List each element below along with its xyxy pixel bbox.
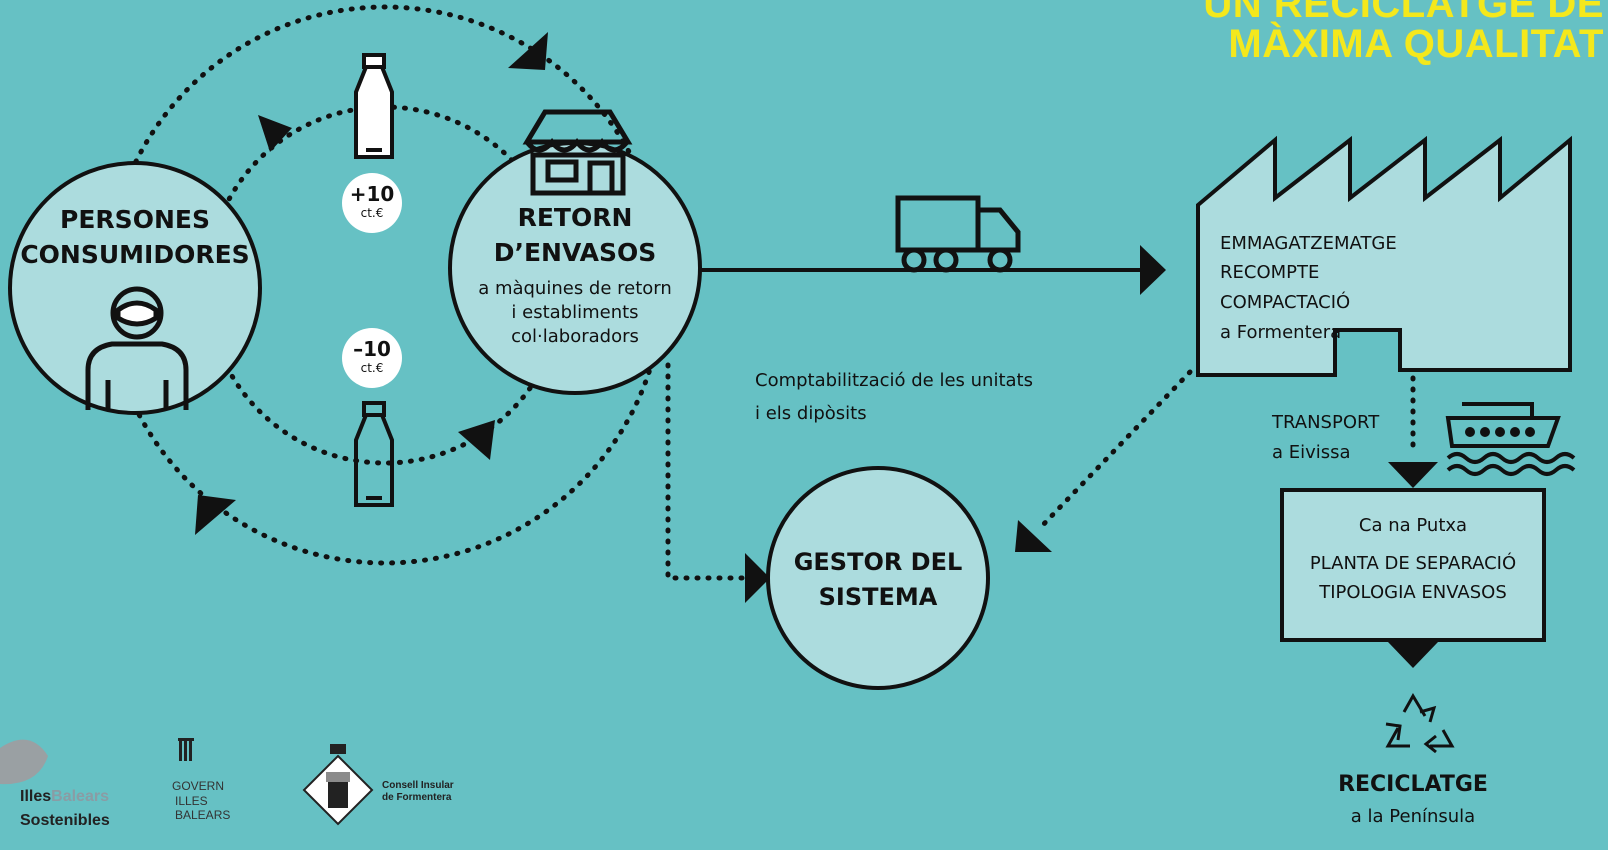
factory-line2: RECOMPTE xyxy=(1220,262,1320,283)
factory-line1: EMMAGATZEMATGE xyxy=(1220,233,1397,254)
arrow-inner-left-icon xyxy=(258,115,292,152)
accounting-line2: i els dipòsits xyxy=(755,403,867,424)
headline-line1: UN RECICLATGE DE xyxy=(1203,0,1604,26)
sostenibles-logo-text: Sostenibles xyxy=(20,812,110,829)
arrow-manager-right-icon xyxy=(1015,520,1052,552)
arrow-outer-top-icon xyxy=(508,32,548,70)
govern-logo-line2: ILLES xyxy=(175,794,208,808)
manager-title-line2: SISTEMA xyxy=(818,583,938,611)
transport-line2: a Eivissa xyxy=(1272,442,1351,463)
deposit-plus-unit: ct.€ xyxy=(360,206,384,220)
factory-line4: a Formentera xyxy=(1220,322,1342,343)
deposit-plus-amount: +10 xyxy=(349,182,395,206)
consell-logo-line1: Consell Insular xyxy=(382,780,454,791)
return-title-line2: D’ENVASOS xyxy=(493,238,657,267)
truck-icon xyxy=(895,195,1021,273)
plant-line1: Ca na Putxa xyxy=(1358,515,1468,536)
person-icon xyxy=(85,286,189,410)
illes-balears-logo-mark xyxy=(0,739,48,785)
govern-logo-line1: GOVERN xyxy=(172,779,225,793)
factory-shape xyxy=(1196,135,1572,377)
consell-logo-line2: de Formentera xyxy=(382,792,452,803)
deposit-minus-unit: ct.€ xyxy=(360,361,384,375)
consumers-title-line1: PERSONES xyxy=(60,205,210,234)
accounting-line1: Comptabilització de les unitats xyxy=(755,370,1033,391)
plant-line3: TIPOLOGIA ENVASOS xyxy=(1319,582,1507,603)
consell-crest-icon xyxy=(302,744,374,826)
headline-line2: MÀXIMA QUALITAT xyxy=(1228,22,1604,66)
illes-word: Illes xyxy=(20,788,52,805)
bottle-top-icon xyxy=(354,53,394,159)
plant-box xyxy=(1280,488,1546,642)
dotted-line-to-manager xyxy=(665,362,748,581)
bottle-bottom-icon xyxy=(354,401,394,507)
illes-balears-logo-text: IllesBalears xyxy=(20,788,109,806)
factory-line3: COMPACTACIÓ xyxy=(1220,292,1351,313)
recycle-icon xyxy=(1385,693,1455,754)
dotted-line-factory-manager xyxy=(1037,369,1193,531)
balears-word: Balears xyxy=(51,788,109,805)
arrow-outer-bottom-icon xyxy=(195,495,236,535)
return-title-line1: RETORN xyxy=(517,203,633,232)
shop-icon xyxy=(522,109,633,196)
arrow-manager-left-icon xyxy=(745,553,770,603)
arrow-plant-icon xyxy=(1388,462,1438,488)
deposit-minus-coin xyxy=(342,328,402,388)
arrow-recycling-icon xyxy=(1388,642,1438,668)
govern-logo-line3: BALEARS xyxy=(175,808,231,822)
consumers-title-line2: CONSUMIDORES xyxy=(20,240,250,269)
return-sub-line1: a màquines de retorn xyxy=(478,278,672,299)
ship-icon xyxy=(1445,402,1576,476)
manager-circle xyxy=(766,466,990,690)
govern-emblem-icon xyxy=(178,738,194,761)
arrow-factory-icon xyxy=(1140,245,1166,295)
recycling-subtitle: a la Península xyxy=(1350,806,1476,827)
deposit-plus-coin xyxy=(342,173,402,233)
plant-line2: PLANTA DE SEPARACIÓ xyxy=(1309,553,1517,574)
manager-title-line1: GESTOR DEL xyxy=(793,548,963,576)
deposit-minus-amount: –10 xyxy=(353,337,391,361)
recycling-title: RECICLATGE xyxy=(1338,772,1488,797)
transport-line1: TRANSPORT xyxy=(1272,412,1380,433)
arrow-inner-right-icon xyxy=(458,420,495,460)
return-sub-line3: col·laboradors xyxy=(511,326,639,347)
return-sub-line2: i establiments xyxy=(511,302,639,323)
